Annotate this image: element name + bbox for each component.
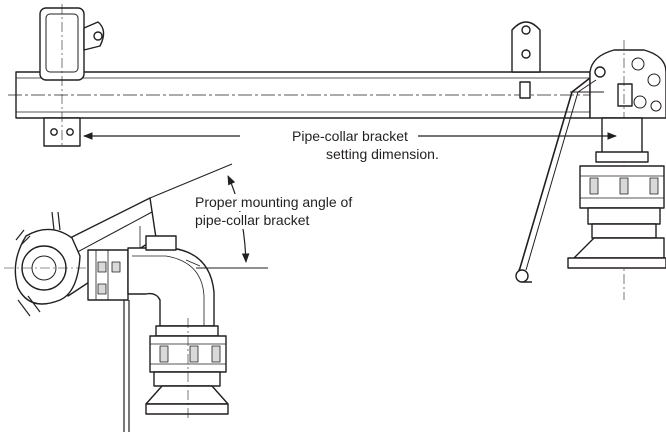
- right-nozzle-assembly: [515, 40, 666, 300]
- collar-setting-label-line2: setting dimension.: [324, 146, 441, 163]
- mounting-plate: [511, 21, 541, 99]
- lower-nozzle-assembly: [4, 197, 229, 432]
- mounting-angle-label-line2: pipe-collar bracket: [193, 212, 312, 229]
- boom-collar-bracket: [39, 4, 105, 148]
- collar-setting-label-line1: Pipe-collar bracket: [290, 128, 410, 145]
- boom-pipe: [8, 71, 660, 119]
- mounting-angle-label-line1: Proper mounting angle of: [193, 194, 355, 211]
